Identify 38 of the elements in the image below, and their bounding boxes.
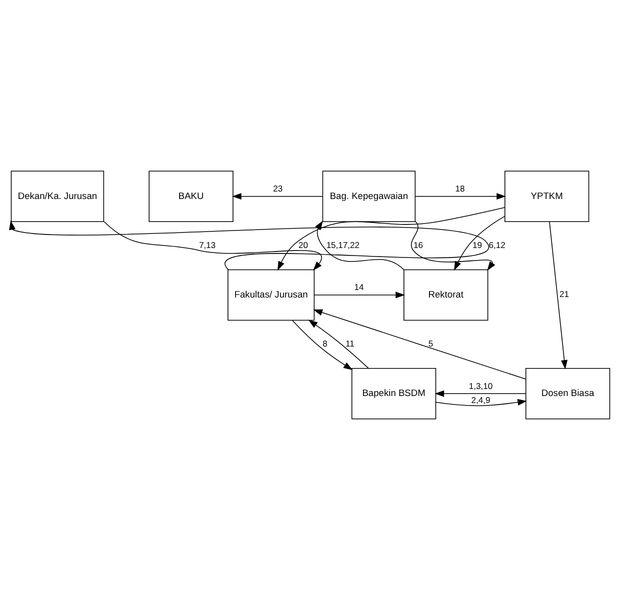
edge-label: 15,17,22: [326, 240, 360, 250]
edge-label: 14: [354, 282, 364, 292]
arrow: [232, 193, 324, 200]
edge-label: 7,13: [199, 240, 216, 250]
edge-label: 20: [298, 240, 308, 250]
arrow: [313, 309, 526, 380]
node-box: Dekan/Ka. Jurusan: [10, 170, 104, 222]
node-box: Dosen Biasa: [525, 368, 610, 420]
edge-label: 5: [428, 338, 434, 348]
arrow: [278, 207, 506, 271]
arrow: [292, 320, 353, 370]
arrow: [315, 220, 404, 270]
node-box: Bag. Kepegawaian: [322, 170, 416, 222]
edge-label: 1,3,10: [468, 380, 493, 391]
edge-label: 21: [560, 289, 570, 300]
arrow: [314, 292, 405, 298]
edge-label: 8: [322, 338, 328, 348]
arrow: [104, 221, 322, 271]
edge-label: 16: [414, 240, 424, 250]
edge-label: 6,12: [488, 240, 506, 250]
node-box: Bapekin BSDM: [351, 368, 436, 420]
node-box: Fakultas/ Jurusan: [228, 269, 315, 321]
arrow: [434, 390, 526, 397]
edge-label: 2,4,9: [471, 394, 490, 405]
arrow: [410, 221, 496, 271]
arrow: [549, 221, 568, 370]
node-box: YPTKM: [504, 170, 590, 222]
arrow: [414, 193, 506, 200]
arrow: [308, 320, 369, 369]
edge-label: 23: [273, 184, 283, 194]
edge-label: 19: [472, 240, 482, 250]
arrow: [454, 216, 506, 271]
arrow: [9, 220, 488, 270]
node-box: BAKU: [148, 170, 234, 222]
arrow: [435, 399, 527, 406]
node-box: Rektorat: [404, 269, 488, 321]
edge-label: 11: [345, 338, 354, 348]
edge-label: 18: [455, 184, 465, 194]
